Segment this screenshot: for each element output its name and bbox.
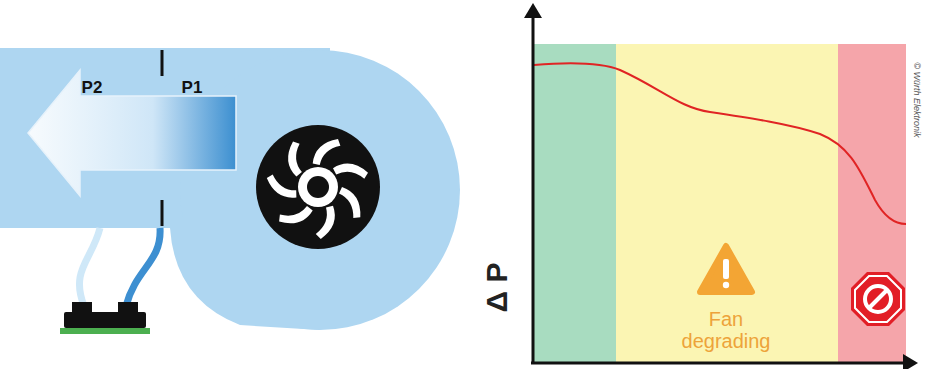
failure-band [838, 44, 906, 362]
ok-band [534, 44, 616, 362]
orifice-plate [161, 50, 164, 76]
zone-label: Fan degrading [666, 308, 786, 352]
axis-label: Δ P [480, 262, 513, 312]
fan-blade [339, 187, 360, 218]
fan-wheel [256, 125, 380, 249]
pressure-label: P1 [182, 79, 203, 98]
fan-blade [288, 141, 302, 176]
fan-blade [279, 206, 313, 223]
orifice-plate [161, 200, 164, 226]
pressure-curve [534, 63, 906, 224]
fan-blade [333, 164, 368, 179]
blower-housing [0, 48, 460, 330]
pressure-sensor [60, 302, 150, 334]
watermark: © Würth Elektronik [911, 62, 921, 137]
fan-blade [313, 139, 341, 165]
warning-icon [700, 246, 752, 292]
chart-axes [524, 3, 918, 369]
stop-icon [851, 272, 905, 326]
pressure-label: P2 [82, 79, 103, 98]
pressure-tube [79, 228, 100, 306]
warning-band [616, 44, 838, 362]
fan-blade [267, 174, 297, 197]
flow-arrow [28, 70, 236, 196]
pressure-tube [126, 228, 160, 306]
fan-blade [316, 206, 335, 239]
